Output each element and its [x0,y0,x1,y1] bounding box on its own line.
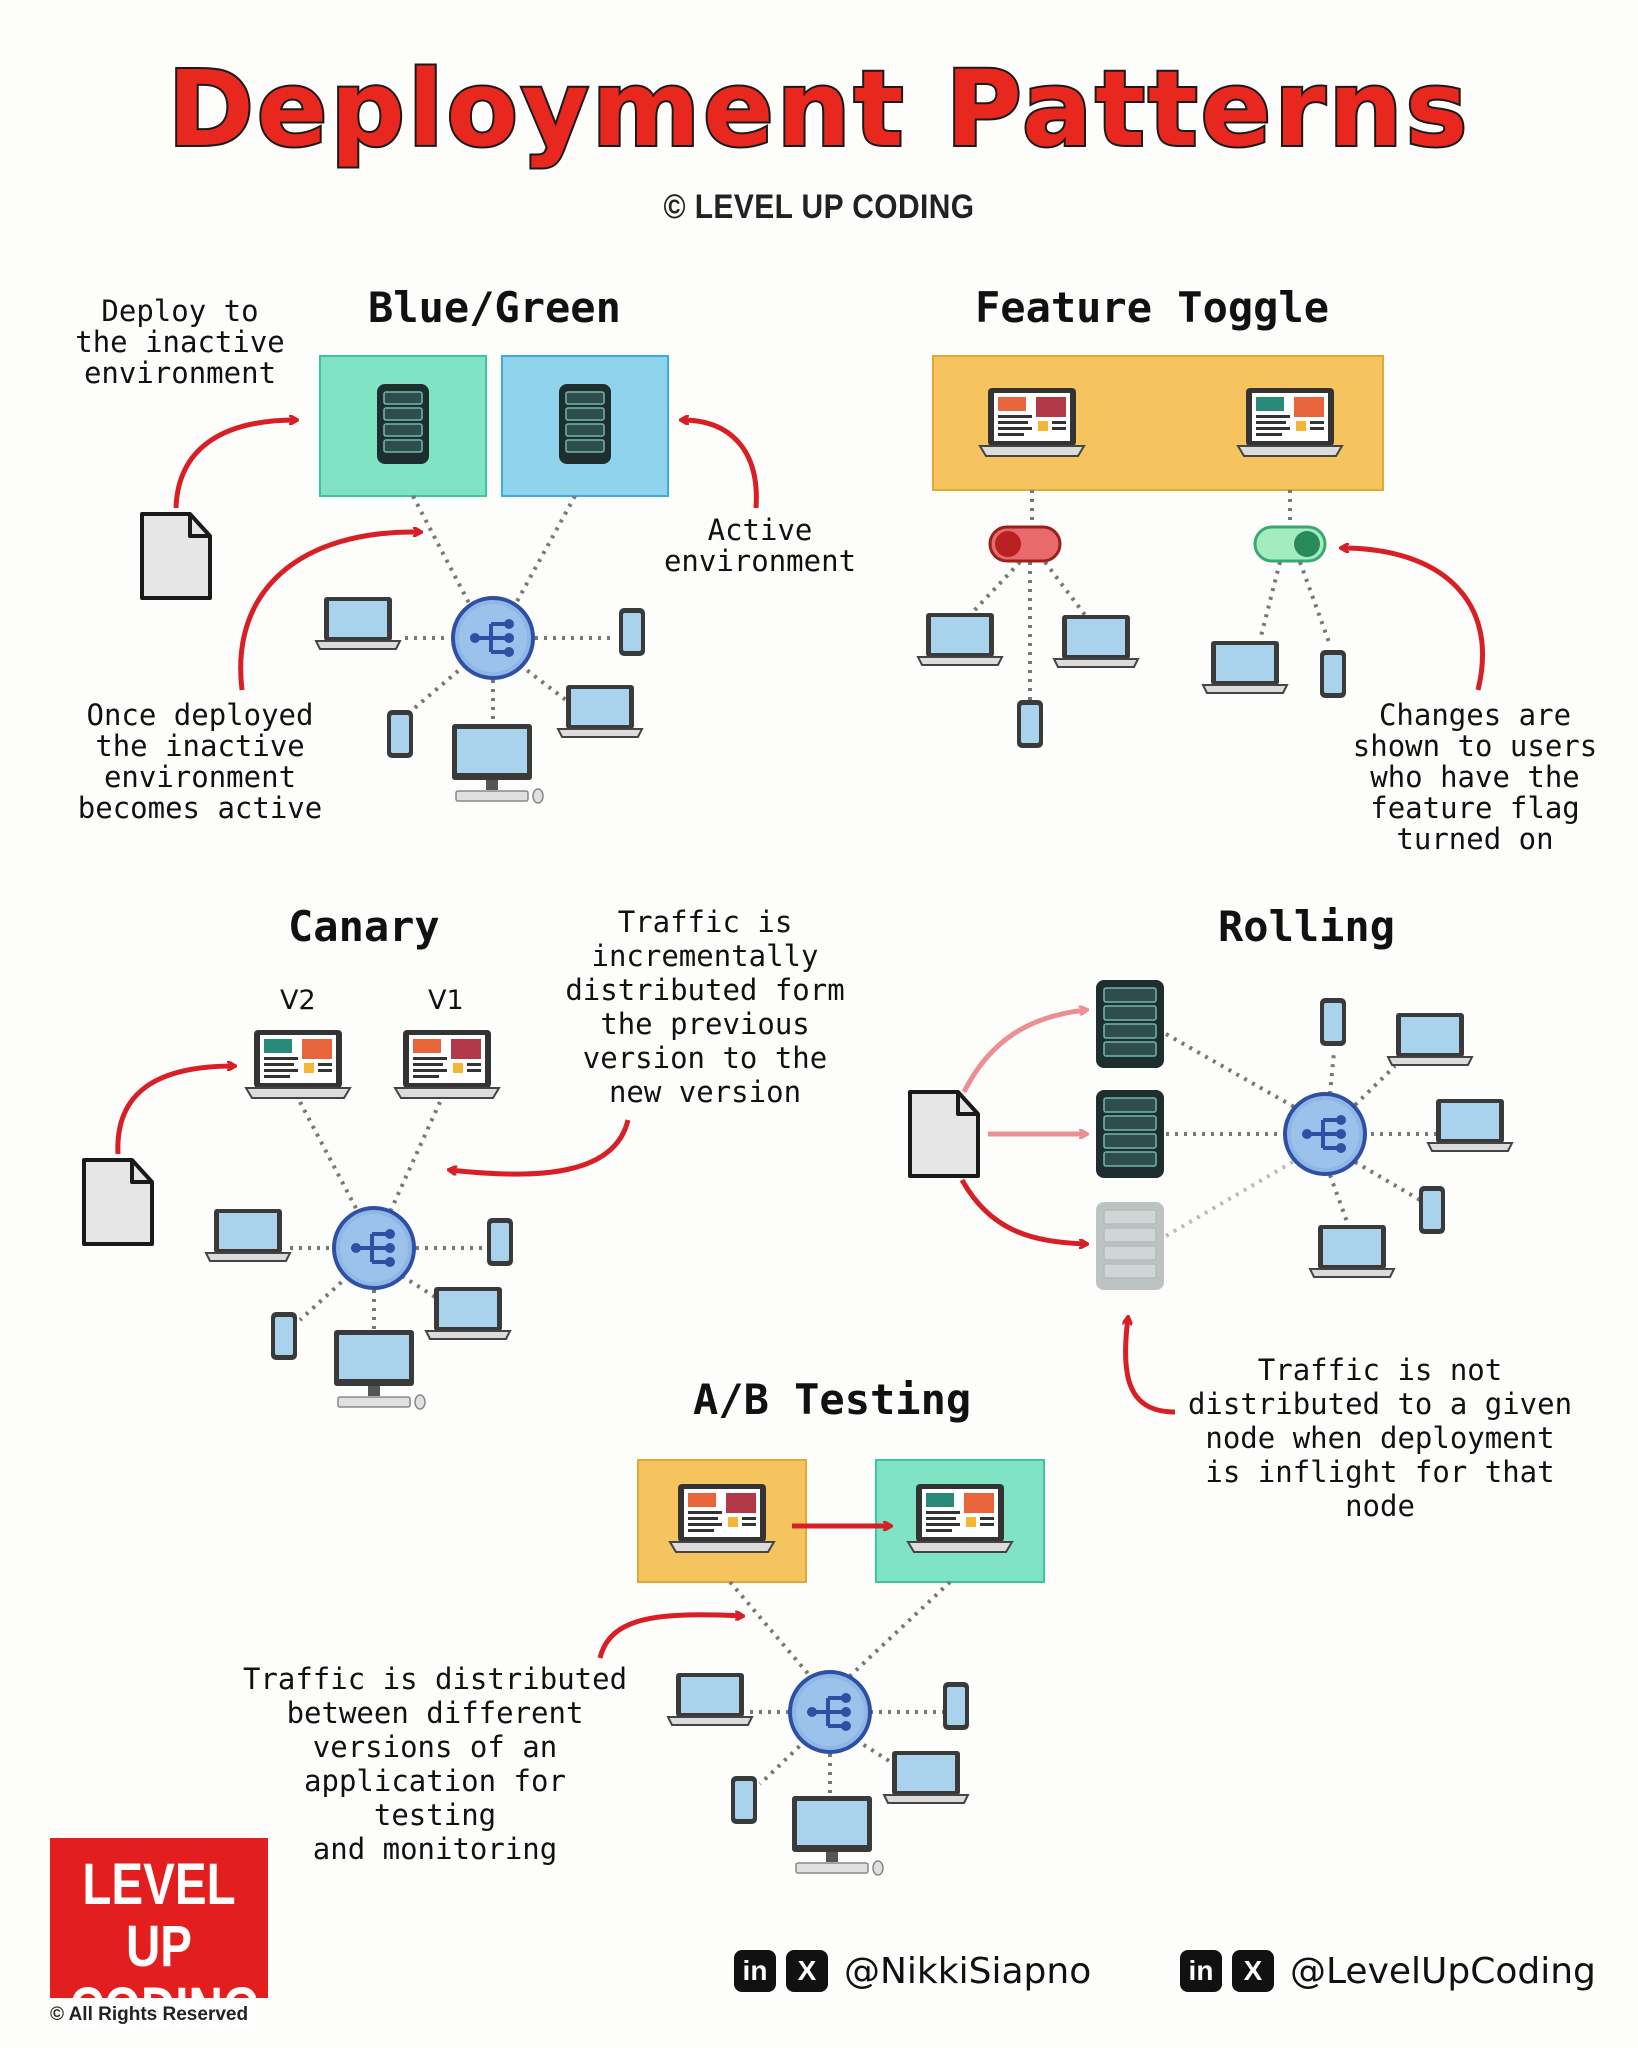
ab-laptop-icon [883,1750,969,1804]
rolling-server-2-icon [1095,1089,1165,1179]
canary-traffic-arrow [450,1119,631,1177]
rolling-arrow-1 [961,1010,1086,1094]
rolling-diagram [908,979,1513,1415]
feature-toggle-diagram [917,355,1485,748]
brand-handle[interactable]: @LevelUpCoding [1290,1950,1596,1992]
ft-phone-icon [1017,700,1043,748]
canary-load-balancer-icon [332,1206,416,1290]
canary-v1-laptop-icon [394,1029,500,1099]
ft-laptop-icon [917,612,1003,666]
ab-load-balancer-icon [788,1670,872,1754]
social-author: in X @NikkiSiapno [734,1950,1091,1992]
bg-laptop-icon [557,684,643,738]
rolling-load-balancer-icon [1283,1092,1367,1176]
section-title-feature-toggle: Feature Toggle [975,283,1330,332]
rolling-phone-icon [1419,1186,1445,1234]
ab-testing-diagram [597,1459,1045,1876]
canary-phone-icon [271,1312,297,1360]
ft-app-v1-laptop-icon [979,387,1085,457]
canary-v2-laptop-icon [245,1029,351,1099]
rolling-note-arrow [1125,1318,1176,1415]
note-ab-traffic: Traffic is distributed between different… [242,1662,628,1866]
ft-laptop-icon [1202,640,1288,694]
bg-document-icon [140,512,212,600]
canary-deploy-arrow [115,1066,234,1155]
ab-desktop-icon [791,1795,884,1876]
canary-label-v2: V2 [280,985,316,1016]
ft-laptop-icon [1053,614,1139,668]
canary-diagram [82,1029,631,1410]
note-once-deployed: Once deployed the inactive environment b… [77,698,323,825]
bg-laptop-icon [315,596,401,650]
ab-phone-icon [943,1682,969,1730]
copyright-label: © LEVEL UP CODING [663,188,975,226]
bg-phone-icon [387,710,413,758]
ft-flag-arrow [1342,548,1485,691]
linkedin-icon[interactable]: in [734,1950,776,1992]
note-active-environment: Active environment [663,513,857,578]
rolling-document-icon [908,1090,980,1178]
bg-desktop-icon [451,723,544,804]
social-brand: in X @LevelUpCoding [1180,1950,1596,1992]
canary-document-icon [82,1158,154,1246]
rolling-server-1-icon [1095,979,1165,1069]
section-title-rolling: Rolling [1218,902,1396,951]
rolling-laptop-icon [1309,1224,1395,1278]
linkedin-icon[interactable]: in [1180,1950,1222,1992]
canary-desktop-icon [333,1329,426,1410]
rights-label: © All Rights Reserved [50,2004,249,2025]
section-title-ab-testing: A/B Testing [693,1375,972,1424]
ft-phone-icon [1320,650,1346,698]
ab-laptop-icon [667,1672,753,1726]
note-rolling-traffic: Traffic is not distributed to a given no… [1187,1353,1573,1523]
canary-label-v1: V1 [428,985,464,1016]
ab-version-a-laptop-icon [669,1483,775,1553]
author-handle[interactable]: @NikkiSiapno [844,1950,1092,1992]
bg-phone-icon [619,608,645,656]
section-title-canary: Canary [288,902,440,951]
rolling-arrow-3 [959,1178,1086,1244]
note-canary-traffic: Traffic is incrementally distributed for… [565,905,845,1109]
ft-app-v2-laptop-icon [1237,387,1343,457]
bg-load-balancer-icon [451,596,535,680]
note-changes-shown: Changes are shown to users who have the … [1352,698,1598,856]
ab-version-b-laptop-icon [907,1483,1013,1553]
green-server-icon [376,383,430,465]
bg-active-arrow [682,420,759,509]
ab-phone-icon [731,1776,757,1824]
rolling-server-3-icon [1096,1202,1164,1290]
bg-deploy-arrow [173,420,296,509]
bg-switch-arrow [238,532,420,691]
canary-phone-icon [487,1218,513,1266]
rolling-laptop-icon [1427,1098,1513,1152]
rolling-laptop-icon [1387,1012,1473,1066]
toggle-on-icon [1253,525,1327,563]
x-icon[interactable]: X [786,1950,828,1992]
canary-laptop-icon [205,1208,291,1262]
blue-green-diagram [140,355,759,804]
brand-logo: LEVEL UP CODING [50,1838,268,2040]
x-icon[interactable]: X [1232,1950,1274,1992]
toggle-off-icon [988,525,1062,563]
section-title-blue-green: Blue/Green [368,283,621,332]
blue-server-icon [558,383,612,465]
page-title: Deployment Patterns [166,46,1471,172]
note-deploy-inactive: Deploy to the inactive environment [75,294,285,390]
rolling-phone-icon [1320,998,1346,1046]
canary-laptop-icon [425,1286,511,1340]
ab-traffic-arrow [597,1615,742,1659]
